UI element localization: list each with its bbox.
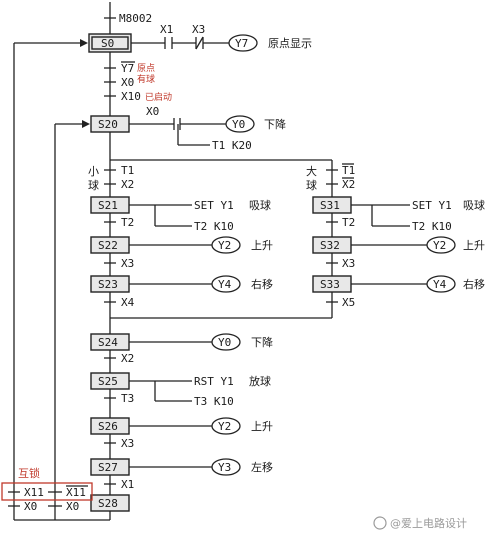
s27-desc: 左移 (251, 461, 273, 474)
s20-timer: T1 K20 (212, 139, 252, 152)
s21-timer: T2 K10 (194, 220, 234, 233)
watermark-logo-icon (373, 516, 387, 530)
t-s23-s24: X4 (121, 296, 135, 309)
step-s21-label: S21 (98, 199, 118, 212)
s25-timer: T3 K10 (194, 395, 234, 408)
coil-y3 (211, 458, 241, 476)
step-s26-label: S26 (98, 420, 118, 433)
step-s28-label: S28 (98, 497, 118, 510)
note-origin: 原点 (137, 63, 155, 74)
s33-output: Y4 (433, 278, 447, 291)
t-s24-s25: X2 (121, 352, 134, 365)
s0-cond-x3: X3 (192, 23, 205, 36)
t-s27-s28: X1 (121, 478, 134, 491)
s22-desc: 上升 (251, 239, 273, 252)
t-s31-s32: T2 (342, 216, 355, 229)
s31-action: SET Y1 (412, 199, 452, 212)
t-right-t1: T1 (342, 164, 355, 177)
interlock-right-x11: X11 (66, 486, 86, 499)
coil-y2-s26 (211, 417, 241, 435)
note-has-ball: 有球 (137, 73, 155, 85)
t-s33-s24: X5 (342, 296, 355, 309)
s20-output: Y0 (232, 118, 245, 131)
x3-contact-slash (195, 36, 204, 50)
step-s20-label: S20 (98, 118, 118, 131)
t-s21-s22: T2 (121, 216, 134, 229)
step-s33-label: S33 (320, 278, 340, 291)
coil-y7 (228, 34, 258, 52)
coil-y4-right (426, 275, 456, 293)
step-s25-label: S25 (98, 375, 118, 388)
interlock-left-x11: X11 (24, 486, 44, 499)
s31-desc: 吸球 (463, 198, 485, 212)
branch-small-2: 球 (88, 178, 99, 192)
interlock-box (1, 482, 93, 501)
t-s0-y7: Y7 (121, 62, 134, 75)
step-s27-label: S27 (98, 461, 118, 474)
s23-output: Y4 (218, 278, 232, 291)
branch-large-1: 大 (306, 164, 317, 178)
interlock-right-x0: X0 (66, 500, 79, 513)
t-s0-x10: X10 (121, 90, 141, 103)
step-s22-label: S22 (98, 239, 118, 252)
interlock-label: 互锁 (18, 466, 40, 480)
m8002-label: M8002 (119, 12, 152, 25)
interlock-left-x0: X0 (24, 500, 37, 513)
arrow-to-s20-icon (82, 120, 90, 128)
s21-action: SET Y1 (194, 199, 234, 212)
t-s26-s27: X3 (121, 437, 134, 450)
step-s24-label: S24 (98, 336, 118, 349)
s20-desc: 下降 (264, 117, 286, 131)
s26-output: Y2 (218, 420, 231, 433)
step-s32-label: S32 (320, 239, 340, 252)
s25-action: RST Y1 (194, 375, 234, 388)
step-s31-label: S31 (320, 199, 340, 212)
s24-desc: 下降 (251, 335, 273, 349)
s0-output: Y7 (235, 37, 248, 50)
arrow-to-s0-icon (80, 39, 88, 47)
step-s0-label: S0 (101, 37, 114, 50)
s32-desc: 上升 (463, 239, 485, 252)
coil-y0 (225, 115, 255, 133)
watermark-text: @爱上电路设计 (390, 517, 467, 530)
s25-desc: 放球 (249, 374, 271, 388)
s26-desc: 上升 (251, 420, 273, 433)
t-right-x2: X2 (342, 178, 355, 191)
s0-cond-x1: X1 (160, 23, 173, 36)
s32-output: Y2 (433, 239, 446, 252)
s20-cond-x0: X0 (146, 105, 159, 118)
branch-large-2: 球 (306, 178, 317, 192)
coil-y4-left (211, 275, 241, 293)
t-s32-s33: X3 (342, 257, 355, 270)
t-s22-s23: X3 (121, 257, 134, 270)
t-s25-s26: T3 (121, 392, 134, 405)
s23-desc: 右移 (251, 277, 273, 291)
t-left-t1: T1 (121, 164, 134, 177)
t-left-x2: X2 (121, 178, 134, 191)
s21-desc: 吸球 (249, 198, 271, 212)
coil-y0-s24 (211, 333, 241, 351)
note-started: 已启动 (145, 91, 172, 103)
s33-desc: 右移 (463, 277, 485, 291)
s22-output: Y2 (218, 239, 231, 252)
branch-small-1: 小 (88, 165, 99, 178)
t-s0-x0: X0 (121, 76, 134, 89)
s31-timer: T2 K10 (412, 220, 452, 233)
s27-output: Y3 (218, 461, 231, 474)
coil-y2-right (426, 236, 456, 254)
step-s28[interactable] (90, 494, 130, 512)
step-s23-label: S23 (98, 278, 118, 291)
s0-desc: 原点显示 (268, 37, 312, 50)
s24-output: Y0 (218, 336, 231, 349)
step-s0-inner (91, 36, 129, 50)
coil-y2-left (211, 236, 241, 254)
